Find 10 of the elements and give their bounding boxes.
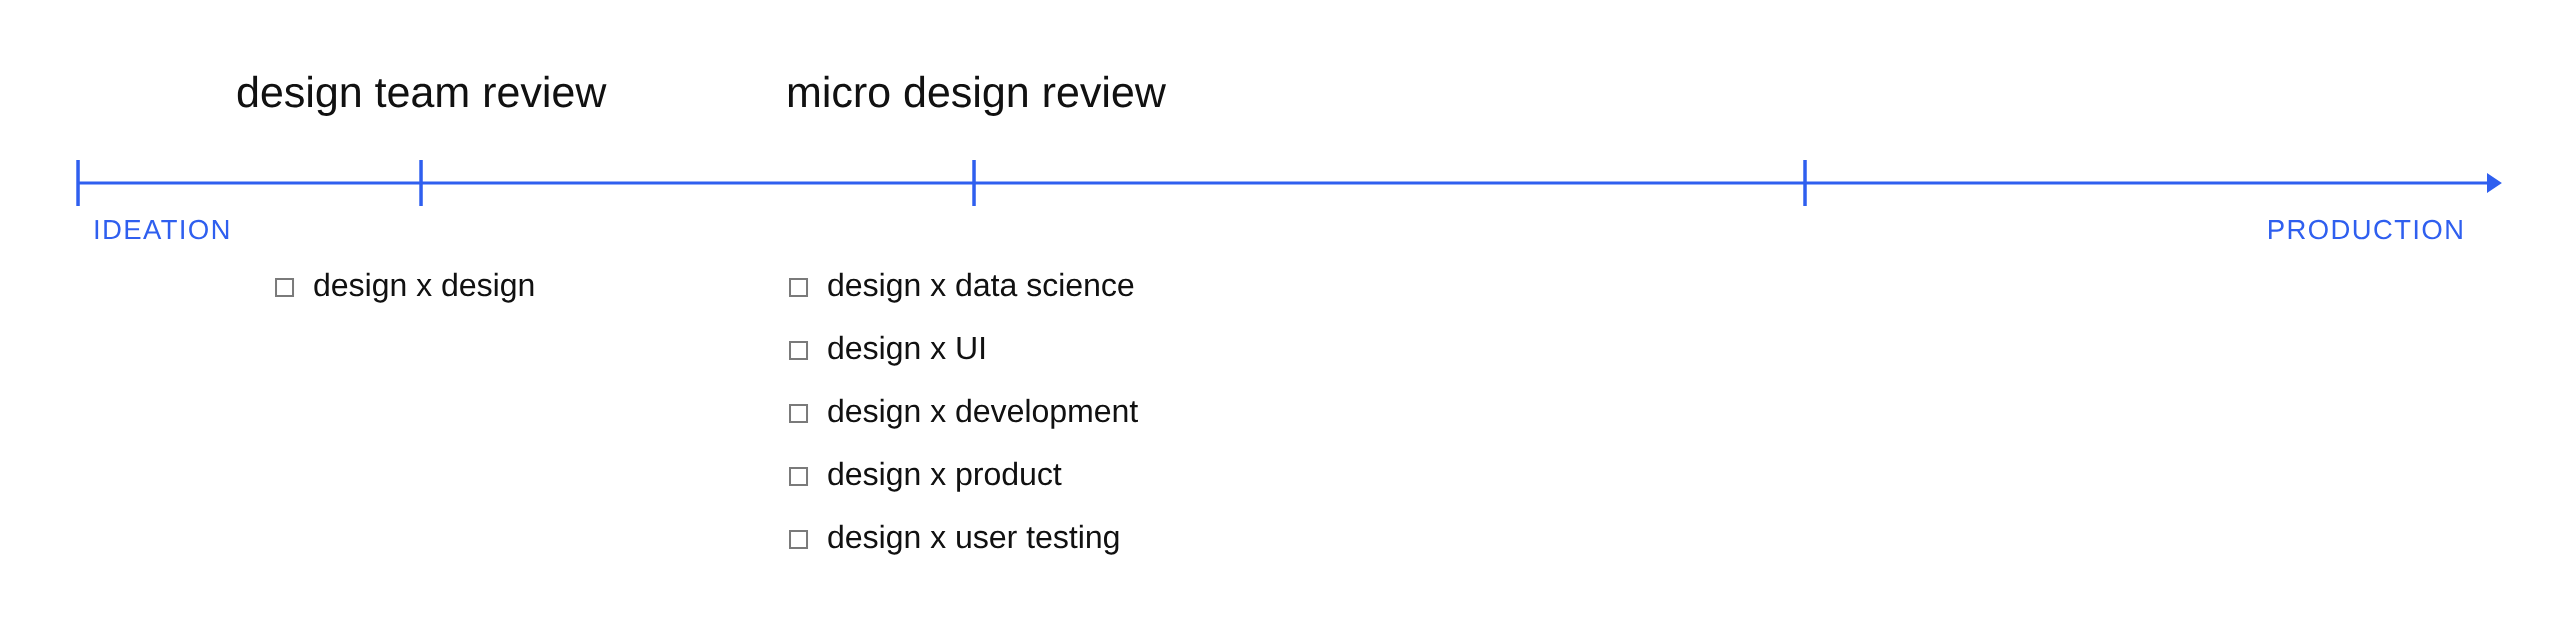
checklist-item: design x design bbox=[314, 272, 534, 303]
checklist-item: design x development bbox=[828, 398, 1138, 429]
phase-heading: design team review bbox=[237, 75, 607, 116]
stage-label: PRODUCTION bbox=[2269, 219, 2462, 240]
checklist-item: design x user testing bbox=[828, 524, 1119, 555]
checklist-item: design x UI bbox=[828, 335, 985, 366]
phase-heading: micro design review bbox=[788, 75, 1166, 116]
checklist-item: design x product bbox=[828, 461, 1062, 492]
checklist-item: design x data science bbox=[828, 272, 1134, 303]
stage-label: IDEATION bbox=[95, 219, 229, 240]
